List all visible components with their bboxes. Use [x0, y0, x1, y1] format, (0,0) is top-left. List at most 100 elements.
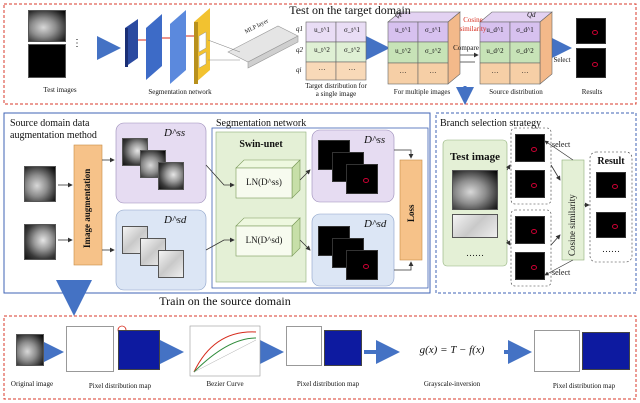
seg-network-blocks	[125, 8, 210, 84]
source-image-2	[24, 224, 56, 260]
single-cell-4: σ_t^2	[343, 46, 360, 54]
branch-title: Branch selection strategy	[440, 118, 542, 129]
dsd-label: D^sd	[164, 214, 187, 226]
q1-label: q1	[296, 25, 303, 33]
result-mask-2	[576, 48, 606, 78]
out-dss-label: D^ss	[364, 134, 386, 146]
out-dsd-label: D^sd	[364, 218, 387, 230]
result-branch-mask-1	[596, 172, 626, 198]
grayscale-inversion-label: Grayscale-inversion	[423, 380, 481, 388]
select-top-box	[510, 127, 552, 205]
original-image-label: Original image	[10, 380, 54, 388]
original-image-thumb	[16, 334, 44, 366]
dss-img-3	[158, 162, 184, 190]
mlp-layer	[227, 25, 299, 69]
ln-ss-box	[235, 159, 301, 199]
multi-images-label: For multiple images	[393, 88, 451, 96]
test-image-thumb-a	[452, 170, 498, 210]
swin-unet-label: Swin-unet	[239, 139, 283, 150]
result-branch-mask-2	[596, 212, 626, 238]
branch-mask-top-2	[515, 170, 545, 198]
out-dsd-mask-3	[346, 250, 378, 280]
aug-title-1: Source domain data	[10, 118, 90, 129]
bezier-label: Bezier Curve	[206, 380, 244, 388]
select-label: Select	[553, 56, 571, 64]
bezier-chart	[189, 325, 261, 377]
cube-d-cell-2: σ_d^1	[516, 26, 534, 34]
test-image-thumb-2	[28, 44, 66, 78]
seg-network-label: Segmentation network	[148, 88, 212, 96]
target-dist-label-1: Target distribution for	[305, 82, 367, 90]
train-caption: Train on the source domain	[159, 294, 291, 308]
cosine-label-2: similarity	[459, 25, 487, 33]
cube-d-cell-1: u_d^1	[486, 26, 504, 34]
top-title: Test on the target domain	[289, 3, 411, 17]
branch-mask-bottom-2	[515, 252, 545, 280]
top-panel-frame	[3, 3, 637, 105]
cube-d-cell-4: σ_d^2	[516, 47, 534, 55]
pixel-map-2-label: Pixel distribution map	[296, 380, 360, 388]
single-cell-5: …	[318, 64, 326, 72]
q2-label: q2	[296, 46, 303, 54]
test-image-thumb-1	[28, 10, 66, 42]
result-dots: ……	[602, 244, 620, 254]
test-images-dots: ⋮	[72, 38, 82, 49]
test-image-dots: ……	[466, 248, 484, 258]
source-dist-label: Source distribution	[489, 88, 543, 96]
result-box	[589, 151, 633, 263]
pixel-map-3-left	[534, 330, 580, 372]
pixel-map-1-right	[118, 330, 160, 370]
single-cell-6: …	[348, 64, 356, 72]
loss-label: Loss	[406, 204, 416, 222]
seg-panel	[211, 127, 429, 289]
out-dss-mask-3	[346, 164, 378, 194]
branch-mask-top-1	[515, 134, 545, 162]
qi-label: qi	[296, 66, 302, 74]
cube-qd	[479, 11, 553, 85]
select-bottom-label: select	[552, 268, 571, 277]
ln-sd-label: LN(D^sd)	[245, 235, 283, 245]
qd-label: Qd	[527, 11, 536, 19]
select-top-label: select	[552, 140, 571, 149]
cosine-similarity-vertical: Cosine similarity	[567, 194, 577, 256]
test-image-thumb-b	[452, 214, 498, 238]
pixel-map-1-label: Pixel distribution map	[88, 382, 152, 390]
pixel-map-2-left	[286, 326, 322, 366]
image-augmentation-bar	[73, 144, 103, 266]
pixel-map-1-left	[66, 326, 114, 372]
loss-bar	[399, 159, 423, 261]
branch-panel-frame	[435, 112, 637, 294]
single-cell-3: u_t^2	[314, 46, 330, 54]
seg-title: Segmentation network	[216, 118, 307, 129]
test-image-label: Test image	[449, 151, 500, 163]
bottom-panel-frame	[3, 315, 637, 400]
cube-t-cell-3: u_t^2	[395, 47, 411, 55]
cube-t-cell-1: u_t^1	[395, 26, 411, 34]
ln-sd-box	[235, 217, 301, 257]
cube-t-cell-2: σ_t^1	[424, 26, 441, 34]
ln-ss-label: LN(D^ss)	[246, 177, 282, 187]
branch-mask-bottom-1	[515, 216, 545, 244]
dss-label: D^ss	[164, 127, 186, 139]
aug-title-2: augmentation method	[10, 130, 97, 141]
pixel-map-3-right	[582, 332, 630, 370]
test-images-label: Test images	[43, 86, 77, 94]
target-dist-label-2: a single image	[315, 90, 357, 98]
cube-t-cell-5: …	[399, 67, 407, 75]
cube-d-cell-3: u_d^2	[486, 47, 504, 55]
pixel-map-2-right	[324, 330, 362, 366]
cube-d-cell-6: …	[521, 67, 529, 75]
compare-label: Compare	[453, 44, 479, 52]
select-bottom-box	[510, 209, 552, 287]
single-dist-grid	[305, 21, 367, 81]
single-cell-1: u_t^1	[314, 26, 330, 34]
train-panel-frame	[3, 112, 431, 294]
result-label: Result	[597, 156, 625, 167]
image-augmentation-label: Image augmentation	[82, 168, 92, 248]
single-cell-2: σ_t^1	[343, 26, 360, 34]
result-mask-1	[576, 18, 606, 44]
pixel-map-3-label: Pixel distribution map	[552, 382, 616, 390]
formula: g(x) = T − f(x)	[419, 344, 485, 356]
qt-label: Qt	[395, 11, 402, 19]
